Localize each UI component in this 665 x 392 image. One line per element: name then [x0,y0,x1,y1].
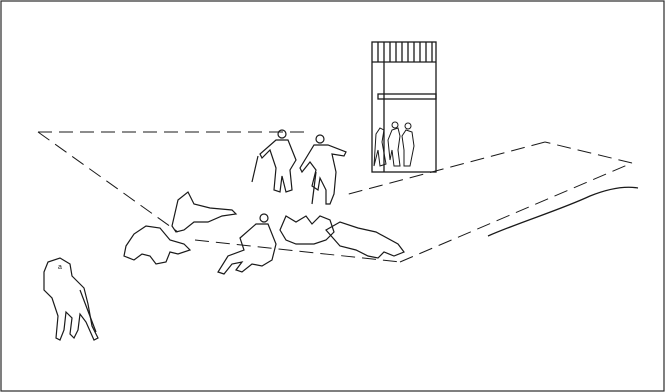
figure-a-with-crutch [44,258,98,340]
crouching-figure [124,226,190,264]
wavy-ground-line [488,187,638,236]
figures-in-booth [374,122,414,166]
standing-figure-with-cane [300,135,346,204]
prone-figure [172,192,236,232]
lying-figure [326,222,404,258]
seated-figure [218,214,276,274]
standing-figure-with-stick [252,130,296,192]
dashed-ground-plane [38,132,632,262]
figure-label-a: a [58,264,62,271]
